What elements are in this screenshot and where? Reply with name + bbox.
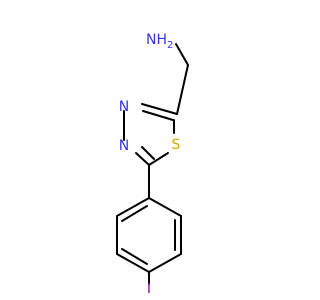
bond-ar4-ar5	[148, 253, 182, 273]
bond-ar1-ar2	[116, 197, 150, 217]
bonds	[116, 43, 189, 285]
bond-ar6-ar1	[148, 197, 182, 217]
bond-ch2-c2	[176, 64, 189, 115]
bond-nh2-ch2	[175, 43, 189, 66]
atom-label-iodine: I	[147, 281, 151, 297]
molecule-diagram: NH2 N N S I	[116, 32, 189, 297]
bond-ar3-ar4-inner	[121, 248, 148, 265]
bond-c5-s1	[148, 152, 169, 166]
atom-label-s1: S	[172, 137, 181, 153]
atom-label-n3: N	[119, 99, 129, 115]
atom-label-n4: N	[119, 138, 129, 154]
bond-c2-n3-double-b	[142, 110, 174, 121]
atom-labels: NH2 N N S I	[119, 32, 181, 297]
bond-n4-c5-double-a	[135, 152, 150, 166]
bond-n4-c5-double-b	[141, 146, 155, 160]
atom-label-nh2: NH2	[146, 32, 173, 51]
bond-c2-n3-double-a	[141, 103, 178, 115]
bond-ar3-ar4	[116, 253, 150, 273]
bond-ar1-ar2-inner	[121, 205, 148, 222]
